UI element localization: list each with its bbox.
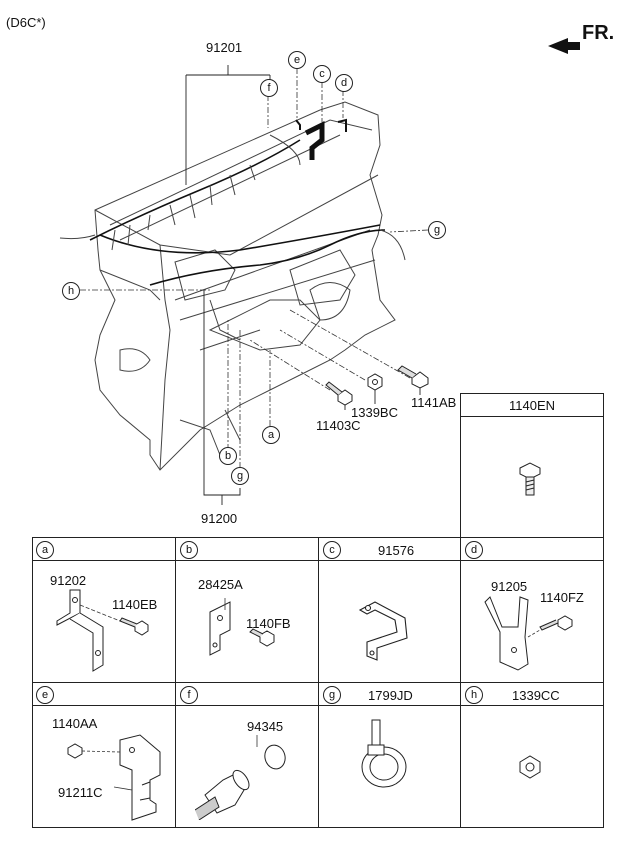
callout-f: f — [260, 79, 278, 97]
callout-g: g — [428, 221, 446, 239]
callout-h: h — [62, 282, 80, 300]
cell-b-letter: b — [180, 541, 198, 559]
harness-part-number-bottom: 91200 — [201, 511, 238, 526]
cell-a-part-1: 91202 — [50, 573, 87, 588]
callout-b: b — [219, 447, 237, 465]
part-label-bolt-11403c: 11403C — [316, 418, 361, 433]
cell-h-letter: h — [465, 686, 483, 704]
cell-b-part-1: 28425A — [198, 577, 243, 592]
cell-d-letter: d — [465, 541, 483, 559]
grommet-94345-icon — [195, 735, 286, 820]
engine-variant-label: (D6C*) — [6, 15, 46, 30]
cable-tie-1799jd-icon — [361, 719, 407, 788]
bracket-91211c-icon — [67, 734, 161, 821]
part-label-nut-1339bc: 1339BC — [351, 405, 398, 420]
callout-c: c — [313, 65, 331, 83]
callout-a: a — [262, 426, 280, 444]
engine-harness-illustration — [59, 65, 429, 505]
callout-d: d — [335, 74, 353, 92]
hex-nut-1339cc-icon — [519, 755, 541, 779]
side-cell-title: 1140EN — [509, 398, 556, 413]
cell-f-part-1: 94345 — [247, 719, 284, 734]
cell-e-part-2: 91211C — [58, 785, 103, 800]
cell-g-letter: g — [323, 686, 341, 704]
callout-g-lower: g — [231, 467, 249, 485]
cell-a-letter: a — [36, 541, 54, 559]
bracket-91205-icon — [484, 596, 573, 671]
cell-e-letter: e — [36, 686, 54, 704]
cell-a-part-2: 1140EB — [112, 597, 158, 612]
cell-d-part-2: 1140FZ — [540, 590, 584, 605]
cell-g-title: 1799JD — [368, 688, 413, 703]
callout-e: e — [288, 51, 306, 69]
bracket-91576-icon — [358, 601, 408, 661]
cell-c-letter: c — [323, 541, 341, 559]
cell-f-letter: f — [180, 686, 198, 704]
part-label-bolt-1141ab: 1141AB — [411, 395, 457, 410]
bracket-28425a-icon — [209, 598, 275, 656]
front-direction-arrow-icon — [548, 38, 580, 54]
cell-b-part-2: 1140FB — [246, 616, 291, 631]
harness-part-number-top: 91201 — [206, 40, 243, 55]
front-direction-label: FR. — [582, 22, 615, 44]
cell-e-part-1: 1140AA — [52, 716, 98, 731]
cell-d-part-1: 91205 — [491, 579, 528, 594]
cell-h-title: 1339CC — [512, 688, 560, 703]
cell-c-title: 91576 — [378, 543, 415, 558]
flange-bolt-icon — [519, 462, 541, 496]
bracket-91202-icon — [56, 589, 149, 672]
